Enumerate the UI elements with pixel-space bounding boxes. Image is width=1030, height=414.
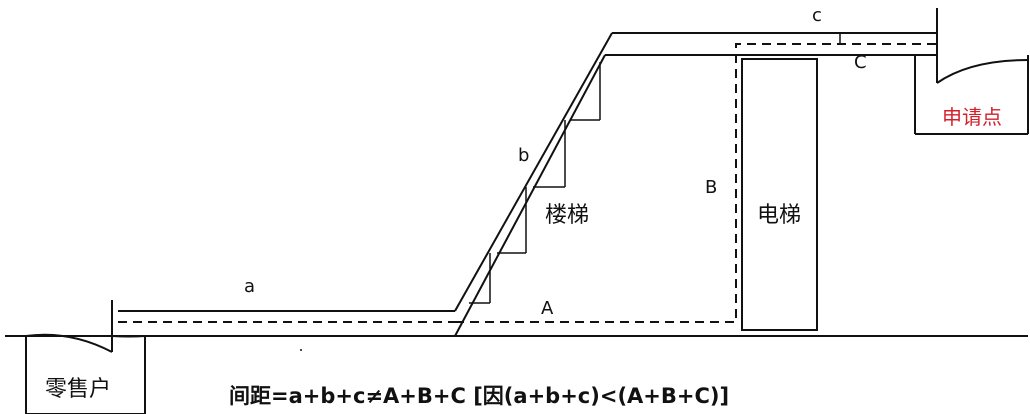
label-B: B	[705, 177, 717, 198]
label-c: c	[812, 5, 822, 26]
distance-formula: 间距=a+b+c≠A+B+C [因(a+b+c)<(A+B+C)]	[229, 384, 729, 408]
label-A: A	[541, 298, 554, 319]
retailer-label: 零售户	[45, 377, 111, 402]
applicant-building	[914, 8, 1029, 135]
stairs-label: 楼梯	[545, 203, 589, 228]
elevator-label: 电梯	[757, 203, 801, 228]
elevator-shaft	[741, 58, 818, 331]
applicant-label: 申请点	[942, 105, 1002, 129]
label-C: C	[854, 52, 867, 73]
stair-slope-outer	[454, 32, 613, 312]
route-abc-dashed	[455, 43, 937, 323]
stair-steps	[469, 62, 601, 304]
label-a: a	[244, 276, 255, 297]
label-b: b	[518, 145, 529, 166]
stair-slope-inner	[454, 54, 606, 337]
